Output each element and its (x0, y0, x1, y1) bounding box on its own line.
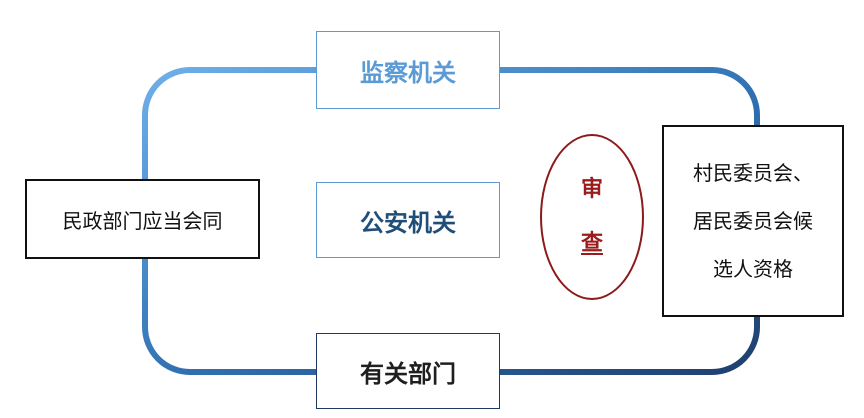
candidate-line-2: 居民委员会候 (693, 209, 813, 233)
public-security-label: 公安机关 (360, 208, 456, 237)
review-char-1: 审 (580, 177, 603, 202)
candidate-line-3: 选人资格 (713, 257, 793, 281)
public-security-box: 公安机关 (316, 182, 500, 258)
relevant-departments-label: 有关部门 (360, 359, 456, 388)
supervisory-organ-label: 监察机关 (360, 58, 456, 87)
review-char-2: 查 (580, 231, 603, 256)
relevant-departments-box: 有关部门 (316, 333, 500, 409)
civil-affairs-box: 民政部门应当会同 (25, 179, 260, 259)
civil-affairs-label: 民政部门应当会同 (62, 208, 223, 233)
review-ellipse: 审 查 (540, 134, 644, 300)
candidate-line-1: 村民委员会、 (693, 161, 813, 185)
supervisory-organ-box: 监察机关 (316, 31, 500, 109)
candidate-qualification-box: 村民委员会、 居民委员会候 选人资格 (662, 125, 844, 317)
